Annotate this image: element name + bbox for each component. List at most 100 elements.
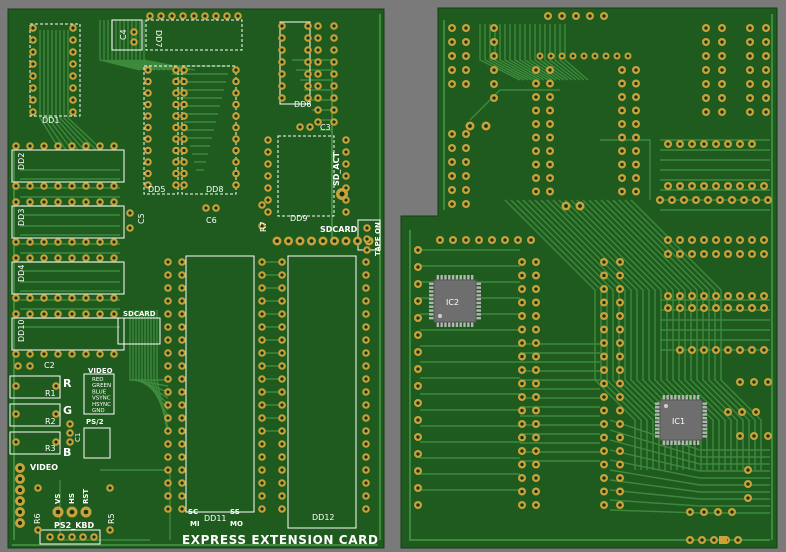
pad-hole: [704, 68, 708, 72]
pad-hole: [112, 256, 116, 260]
pad-hole: [658, 198, 662, 202]
pad-hole: [146, 160, 150, 164]
trace: [119, 20, 166, 71]
pad-hole: [618, 381, 622, 386]
trace: [123, 20, 171, 71]
pad-hole: [520, 395, 524, 399]
label-vs: VS: [54, 494, 62, 504]
chip-pin: [655, 409, 660, 413]
chip-pin: [470, 322, 474, 327]
pad-hole: [416, 452, 420, 456]
pad-hole: [364, 455, 368, 459]
label-dd8: DD8: [206, 185, 223, 194]
pad-hole: [203, 14, 207, 18]
pad-hole: [484, 124, 488, 128]
pad-hole: [309, 239, 314, 243]
pad-hole: [84, 256, 88, 260]
pad-hole: [84, 352, 88, 356]
left-board: DD1 DD2 DD3 DD4 DD10 DD5 DD8 DD7 DD6 DD9…: [7, 8, 385, 549]
chip-pin: [702, 409, 707, 413]
pad-hole: [180, 312, 184, 316]
pad-hole: [234, 68, 238, 72]
pad-hole: [28, 256, 32, 260]
pad-hole: [280, 481, 284, 485]
pad-hole: [166, 416, 170, 420]
pad-hole: [764, 68, 768, 72]
pad-hole: [752, 434, 756, 438]
pad-hole: [84, 296, 88, 300]
pad-hole: [280, 338, 284, 342]
chip-pin: [463, 322, 466, 327]
trace: [494, 24, 533, 81]
board-title: EXPRESS EXTENSION CARD: [182, 533, 379, 547]
pad-hole: [450, 26, 454, 30]
pad-hole: [42, 200, 46, 204]
pad-hole: [602, 449, 606, 453]
pad-hole: [266, 198, 270, 202]
pad-hole: [690, 306, 694, 310]
pad-hole: [180, 286, 184, 290]
pad-hole: [593, 54, 597, 58]
pad-hole: [332, 24, 336, 28]
silk-outline: [277, 135, 335, 217]
chip-pin: [693, 395, 696, 400]
pad-hole: [182, 102, 186, 107]
trace: [609, 429, 770, 458]
pad-hole: [98, 256, 102, 260]
pad-hole: [280, 325, 284, 329]
pad-hole: [726, 410, 730, 414]
pad-hole: [602, 354, 606, 359]
trace: [609, 419, 770, 451]
trace: [409, 230, 770, 541]
pad-hole: [634, 122, 638, 126]
pad-hole: [306, 72, 310, 76]
pad-hole: [602, 462, 606, 467]
ic2-pin1-marker: [438, 314, 442, 318]
chip-pin: [655, 420, 660, 424]
chip-pin: [429, 286, 434, 289]
label-dd11: DD11: [204, 514, 227, 523]
silk-outline: [111, 19, 143, 51]
pad-hole: [702, 184, 706, 188]
pad-hole: [492, 96, 496, 100]
chip-pin: [476, 290, 481, 293]
pad-hole: [332, 60, 336, 64]
pad-hole: [339, 191, 345, 197]
pad-hole: [464, 238, 468, 242]
pad-hole: [316, 108, 320, 112]
label-dd4: DD4: [17, 265, 26, 282]
pad-hole: [702, 306, 706, 310]
pad-hole: [332, 48, 336, 52]
pad-hole: [14, 352, 18, 356]
pad-hole: [234, 171, 238, 176]
pad-hole: [704, 110, 708, 114]
pad-hole: [316, 48, 320, 52]
pad-hole: [260, 338, 264, 342]
pad-hole: [416, 282, 420, 286]
pad-hole: [477, 238, 481, 242]
pad-hole: [700, 538, 704, 542]
silk-outline: [11, 149, 125, 183]
chip-pin: [476, 316, 481, 320]
pad-hole: [364, 442, 368, 446]
pad-hole: [712, 538, 716, 542]
pad-hole: [266, 186, 270, 190]
chip-pin: [459, 322, 462, 327]
trace: [47, 30, 73, 151]
pad-hole: [182, 137, 186, 141]
pad-hole: [365, 226, 369, 230]
pad-hole: [260, 390, 264, 394]
trace: [135, 310, 169, 393]
pad-hole: [720, 68, 724, 72]
pad-hole: [280, 312, 284, 316]
pad-hole: [716, 510, 720, 514]
pad-hole: [666, 294, 670, 298]
pad-hole: [548, 68, 552, 72]
chip-pin: [476, 282, 481, 286]
label-ss: SS: [230, 508, 240, 516]
pad-hole: [364, 325, 368, 329]
pad-hole: [520, 462, 524, 467]
pad-hole: [146, 68, 150, 72]
pad-hole: [159, 14, 163, 18]
pad-hole: [316, 24, 320, 28]
